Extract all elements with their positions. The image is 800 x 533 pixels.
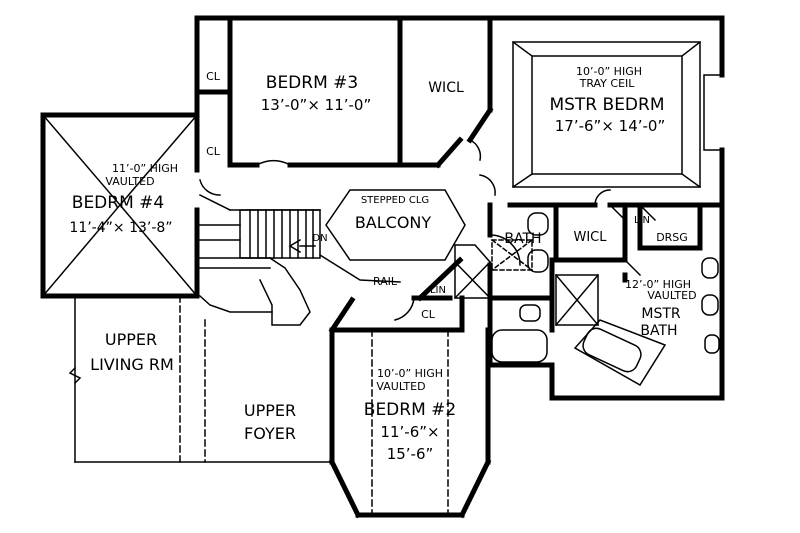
upper-living-name-1: UPPER [105,330,157,349]
bedrm2-size-1: 11’-6”× [380,423,439,441]
mstr-bedrm-size: 17’-6”× 14’-0” [555,117,666,135]
lin-label-1: LIN [634,215,650,226]
mstr-bath-ceiling-type: VAULTED [647,289,696,302]
interior-details [41,40,723,516]
bedrm4-ceiling-height: 11’-0” HIGH [112,162,178,175]
stair-down-label: DN [312,233,327,244]
balcony-ceiling: STEPPED CLG [361,195,429,206]
lin-label-2: LIN [430,285,446,296]
mstr-ceiling-height: 10’-0” HIGH [576,65,642,78]
bedrm2-size-2: 15’-6” [387,445,434,463]
bath-label: BATH [504,231,541,247]
balcony-name: BALCONY [355,213,432,232]
mstr-bath-name-2: BATH [640,323,677,339]
mstr-bedrm-name: MSTR BEDRM [549,95,664,115]
exterior-walls [40,15,725,519]
wicl-top-label: WICL [428,80,464,96]
cl-label-2: CL [206,145,221,158]
bedrm2-ceiling-height: 10’-0” HIGH [377,367,443,380]
bedrm2-name: BEDRM #2 [364,400,456,420]
upper-foyer-name-1: UPPER [244,401,296,420]
drsg-label: DRSG [656,231,688,244]
bedrm2-ceiling-type: VAULTED [376,380,425,393]
upper-foyer-name-2: FOYER [244,424,296,443]
wicl-mid-label: WICL [573,230,607,245]
bedrm4-size: 11’-4”× 13’-8” [69,220,172,236]
upper-living-name-2: LIVING RM [90,355,174,374]
bedrm3-size: 13’-0”× 11’-0” [261,96,372,114]
mstr-bath-name-1: MSTR [641,306,681,322]
bedrm3-name: BEDRM #3 [266,73,358,93]
rail-label: RAIL [373,275,398,288]
mstr-bath-ceiling-height: 12’-0” HIGH [625,278,691,291]
cl-label-1: CL [206,70,221,83]
cl-label-3: CL [421,308,436,321]
bedrm4-name: BEDRM #4 [72,193,164,213]
bedrm4-ceiling-type: VAULTED [105,175,154,188]
mstr-ceiling-type: TRAY CEIL [579,77,636,90]
